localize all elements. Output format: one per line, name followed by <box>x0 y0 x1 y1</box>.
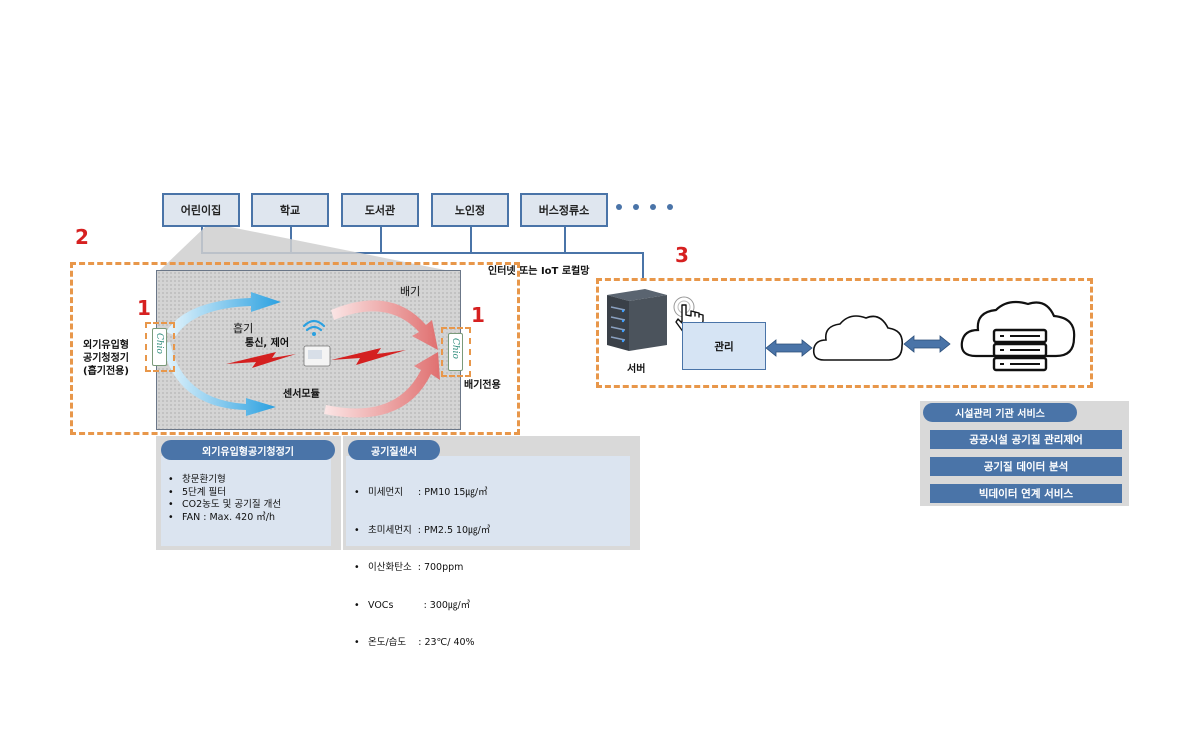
purifier-device-left: Chio <box>152 328 167 366</box>
signal-bolt <box>331 348 406 365</box>
sensor-spec-item: 미세먼지 : PM10 15㎍/㎥ <box>354 487 490 500</box>
network-line <box>380 227 382 253</box>
server-icon <box>607 289 667 351</box>
exhaust-arrow <box>331 300 438 350</box>
sensor-spec-item: VOCs : 300㎍/㎥ <box>354 600 490 613</box>
sensor-module-label: 센서모듈 <box>283 389 320 400</box>
cloud-icon <box>812 315 904 361</box>
facility-bus-stop: 버스정류소 <box>520 193 608 227</box>
left-device-label-2: 공기청정기 <box>83 353 129 364</box>
purifier-highlight-right <box>441 327 471 377</box>
facility-kindergarten: 어린이집 <box>162 193 240 227</box>
purifier-spec-item: FAN : Max. 420 ㎥/h <box>168 512 281 525</box>
double-arrow-icon <box>903 335 951 353</box>
service-item-bigdata: 빅데이터 연계 서비스 <box>930 484 1122 503</box>
section-number-1-right: 1 <box>471 303 485 327</box>
management-box: 관리 <box>682 322 766 370</box>
double-arrow-icon <box>765 339 813 357</box>
data-flow-arrows <box>765 335 951 357</box>
section-number-2: 2 <box>75 225 89 249</box>
network-label: 인터넷 또는 IoT 로컬망 <box>488 266 590 277</box>
comm-control-label: 통신, 제어 <box>245 338 290 349</box>
sensor-spec-title: 공기질센서 <box>348 440 440 460</box>
more-dots <box>616 204 673 210</box>
sensor-spec-item: 초미세먼지 : PM2.5 10㎍/㎥ <box>354 525 490 538</box>
service-item-data-analysis: 공기질 데이터 분석 <box>930 457 1122 476</box>
network-bus <box>201 252 644 254</box>
section-3-box <box>596 278 1093 388</box>
sensor-spec-list: 미세먼지 : PM10 15㎍/㎥ 초미세먼지 : PM2.5 10㎍/㎥ 이산… <box>354 462 490 662</box>
section-number-3: 3 <box>675 243 689 267</box>
purifier-device-right: Chio <box>448 333 463 371</box>
purifier-highlight-left <box>145 322 175 372</box>
exhaust-arrow <box>324 352 440 418</box>
purifier-spec-list: 창문환기형 5단계 필터 CO2농도 및 공기질 개선 FAN : Max. 4… <box>168 474 281 524</box>
facility-library: 도서관 <box>341 193 419 227</box>
section-2-box <box>70 262 520 435</box>
left-device-label-1: 외기유입형 <box>83 340 129 351</box>
server-label: 서버 <box>627 364 646 375</box>
sensor-spec-item: 이산화탄소 : 700ppm <box>354 562 490 575</box>
zoom-wedge <box>158 227 455 272</box>
intake-arrow <box>166 292 281 336</box>
right-device-label: 배기전용 <box>464 380 501 391</box>
intake-arrow <box>162 342 276 416</box>
purifier-spec-title: 외기유입형공기청정기 <box>161 440 335 460</box>
intake-label: 흡기 <box>233 322 254 335</box>
network-line <box>564 227 566 253</box>
purifier-spec-item: CO2농도 및 공기질 개선 <box>168 499 281 512</box>
facility-senior-center: 노인정 <box>431 193 509 227</box>
exhaust-label: 배기 <box>400 285 421 298</box>
cloud-server-icon <box>960 300 1076 372</box>
section-number-1-left: 1 <box>137 296 151 320</box>
sensor-spec-item: 온도/습도 : 23℃/ 40% <box>354 637 490 650</box>
wifi-icon <box>302 319 326 332</box>
purifier-spec-item: 5단계 필터 <box>168 487 281 500</box>
airflow-diagram <box>162 292 440 418</box>
facility-school: 학교 <box>251 193 329 227</box>
services-title: 시설관리 기관 서비스 <box>923 403 1077 422</box>
network-line <box>470 227 472 253</box>
left-device-label-3: (흡기전용) <box>83 366 129 377</box>
purifier-spec-item: 창문환기형 <box>168 474 281 487</box>
signal-bolt <box>226 352 296 368</box>
network-line <box>642 252 644 278</box>
service-item-air-control: 공공시설 공기질 관리제어 <box>930 430 1122 449</box>
